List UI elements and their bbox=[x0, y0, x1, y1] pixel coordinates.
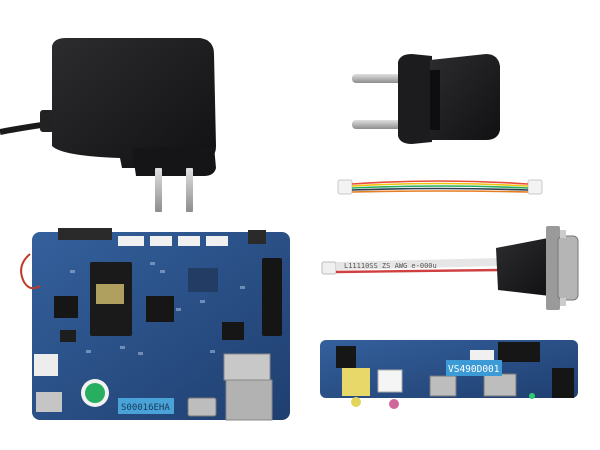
audio-jack bbox=[36, 392, 62, 412]
io-header-left bbox=[336, 346, 356, 368]
eu-pin-bottom bbox=[352, 120, 402, 129]
chip-2 bbox=[146, 296, 174, 322]
io-sticker bbox=[377, 369, 403, 393]
usb-stack bbox=[223, 353, 271, 381]
adapter-prong-left bbox=[155, 168, 162, 212]
rtc-battery-wire bbox=[20, 253, 41, 290]
db9-flange bbox=[546, 226, 560, 310]
chip-1 bbox=[54, 296, 78, 318]
eu-plug-body bbox=[430, 54, 500, 140]
adapter-plug-housing bbox=[132, 146, 216, 176]
adapter-prong-right bbox=[186, 168, 193, 212]
ribbon-cable-small bbox=[337, 179, 543, 195]
io-usb-port-1 bbox=[429, 375, 457, 397]
io-board: VS490D001 bbox=[320, 340, 578, 409]
io-board-sticker bbox=[446, 360, 502, 376]
eu-plug-adapter bbox=[352, 54, 500, 144]
rtc-battery bbox=[85, 383, 105, 403]
serial-cable-connector bbox=[321, 261, 337, 275]
connector-white-2 bbox=[150, 236, 172, 246]
io-header-right bbox=[498, 342, 540, 362]
db9-hood bbox=[496, 238, 550, 296]
audio-jack-yellow bbox=[342, 368, 370, 396]
dc-jack bbox=[552, 368, 574, 398]
cable-print: L11110SS ZS AWG e-000u bbox=[344, 262, 437, 270]
power-adapter bbox=[0, 38, 216, 212]
serial-cable-red-wire bbox=[335, 268, 501, 274]
eu-plug-nose bbox=[398, 54, 432, 144]
power-connector bbox=[34, 354, 58, 376]
db9-shell bbox=[557, 235, 579, 301]
connector-white-1 bbox=[118, 236, 144, 246]
hdmi-port bbox=[187, 397, 217, 417]
chip-3 bbox=[222, 322, 244, 340]
eu-plug-groove bbox=[430, 70, 440, 130]
serial-cable-grey-wire bbox=[335, 258, 501, 270]
io-board-sticker-text: VS490D001 bbox=[448, 364, 500, 375]
ethernet-port bbox=[225, 379, 273, 421]
adapter-strain-relief bbox=[40, 110, 54, 132]
eu-pin-top bbox=[352, 74, 402, 83]
audio-jack-pink bbox=[389, 399, 399, 409]
header-pins-1 bbox=[58, 228, 112, 240]
m2-slot bbox=[262, 258, 282, 336]
serial-cable: L11110SS ZS AWG e-000u bbox=[321, 226, 579, 310]
connector-right bbox=[527, 179, 543, 195]
board-sticker bbox=[118, 398, 174, 414]
io-led bbox=[529, 393, 535, 399]
main-board: S00016EHA bbox=[20, 228, 290, 421]
connector-left bbox=[337, 179, 353, 195]
board-sticker-text: S00016EHA bbox=[121, 403, 170, 413]
adapter-body bbox=[52, 38, 216, 168]
io-usb-port-2 bbox=[483, 373, 517, 397]
